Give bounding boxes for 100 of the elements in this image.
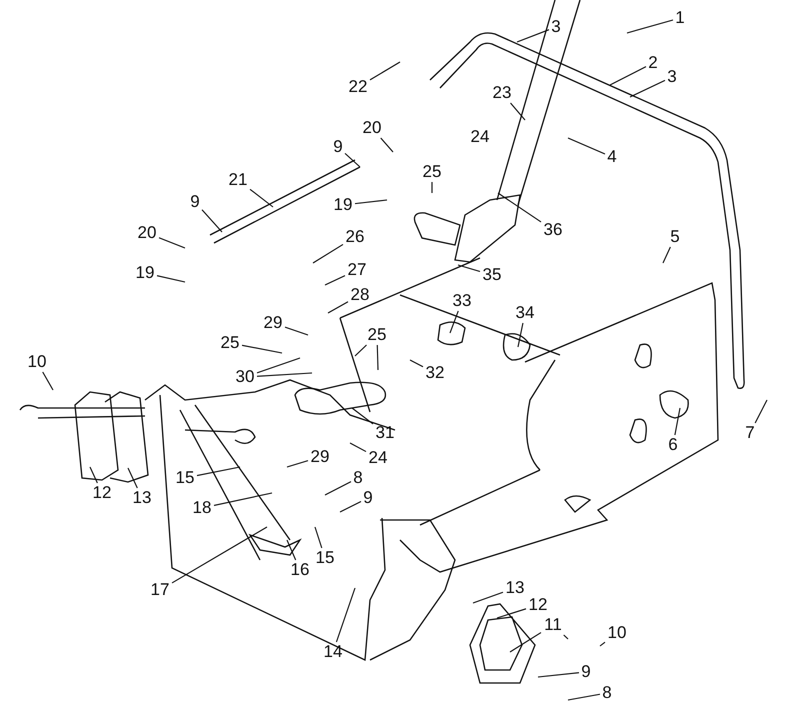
leader-line — [354, 199, 388, 204]
leader-line — [336, 588, 356, 642]
callout-number: 24 — [470, 128, 490, 146]
leader-line — [610, 66, 646, 86]
leader-line — [256, 372, 312, 377]
callout-number: 35 — [481, 266, 503, 284]
callout-number: 23 — [491, 84, 513, 102]
callout-number: 18 — [191, 499, 213, 517]
leader-line — [42, 372, 54, 390]
callout-number: 29 — [309, 448, 331, 466]
leader-line — [600, 642, 606, 646]
callout-number: 19 — [134, 264, 156, 282]
leader-line — [286, 460, 308, 468]
leader-line — [568, 694, 600, 701]
callout-number: 14 — [322, 643, 344, 661]
callout-number: 9 — [189, 193, 201, 211]
leader-line — [350, 442, 366, 452]
callout-number: 31 — [374, 424, 396, 442]
callout-number: 4 — [606, 148, 618, 166]
callout-number: 10 — [606, 624, 628, 642]
leader-line — [472, 592, 504, 604]
leader-line — [214, 492, 272, 506]
leader-line — [156, 275, 186, 283]
callout-number: 34 — [514, 304, 536, 322]
callout-number: 12 — [91, 484, 113, 502]
callout-number: 9 — [580, 663, 592, 681]
leader-line — [286, 540, 296, 560]
callout-number: 1 — [674, 9, 686, 27]
leader-line — [498, 192, 542, 222]
leader-line — [196, 466, 240, 476]
callout-number: 3 — [550, 18, 562, 36]
leader-line — [344, 152, 360, 168]
callout-number: 15 — [314, 549, 336, 567]
leader-line — [380, 138, 394, 152]
leader-line — [630, 80, 666, 98]
leader-line — [354, 344, 367, 356]
leader-line — [674, 408, 681, 436]
leader-line — [496, 608, 526, 619]
leader-line — [128, 468, 138, 488]
leader-line — [510, 102, 526, 120]
leader-line — [90, 466, 98, 484]
leader-line — [458, 264, 480, 272]
leader-line — [172, 526, 268, 584]
leader-line — [563, 634, 568, 640]
callout-number: 9 — [362, 489, 374, 507]
leader-line — [340, 501, 362, 512]
callout-number: 5 — [669, 228, 681, 246]
callout-number: 20 — [361, 119, 383, 137]
leader-line — [158, 237, 186, 249]
callout-number: 25 — [366, 326, 388, 344]
callout-number: 22 — [347, 78, 369, 96]
callout-number: 11 — [542, 616, 564, 634]
callout-number: 17 — [149, 581, 171, 599]
leader-line — [242, 344, 282, 354]
callout-number: 3 — [666, 68, 678, 86]
callout-number: 15 — [174, 469, 196, 487]
callout-number: 26 — [344, 228, 366, 246]
callout-number: 32 — [424, 364, 446, 382]
callout-number: 27 — [346, 261, 368, 279]
callout-number: 8 — [601, 684, 613, 702]
callout-number: 6 — [667, 436, 679, 454]
leader-line — [314, 526, 322, 548]
callout-number: 33 — [451, 292, 473, 310]
callout-number: 10 — [26, 353, 48, 371]
leader-line — [662, 246, 671, 264]
callout-number: 30 — [234, 368, 256, 386]
leader-line — [328, 301, 348, 314]
callout-number: 9 — [332, 138, 344, 156]
callout-number: 16 — [289, 561, 311, 579]
callout-number: 29 — [262, 314, 284, 332]
callout-number: 25 — [219, 334, 241, 352]
callout-number: 7 — [744, 424, 756, 442]
leader-line — [324, 275, 346, 286]
leader-line — [256, 357, 300, 374]
callout-number: 19 — [332, 196, 354, 214]
callout-number: 13 — [504, 579, 526, 597]
leader-line — [516, 29, 550, 43]
callout-number: 8 — [352, 469, 364, 487]
callout-number: 28 — [349, 286, 371, 304]
leader-line — [449, 310, 459, 334]
leader-line — [538, 672, 580, 678]
leader-line — [517, 322, 524, 348]
leader-line — [568, 138, 606, 154]
callout-number: 24 — [367, 449, 389, 467]
leader-line — [370, 62, 400, 80]
callout-number: 12 — [527, 596, 549, 614]
callout-number: 21 — [227, 171, 249, 189]
leader-line — [202, 209, 222, 232]
leader-line — [250, 188, 274, 208]
callout-number: 36 — [542, 221, 564, 239]
leader-line — [626, 19, 674, 34]
leader-line — [284, 326, 308, 336]
leader-line — [754, 400, 768, 424]
leader-line — [312, 244, 344, 264]
leader-line — [376, 344, 379, 370]
leader-line — [410, 360, 424, 368]
callout-number: 13 — [131, 489, 153, 507]
callout-number: 2 — [647, 54, 659, 72]
callout-number: 20 — [136, 224, 158, 242]
leader-line — [431, 182, 433, 193]
